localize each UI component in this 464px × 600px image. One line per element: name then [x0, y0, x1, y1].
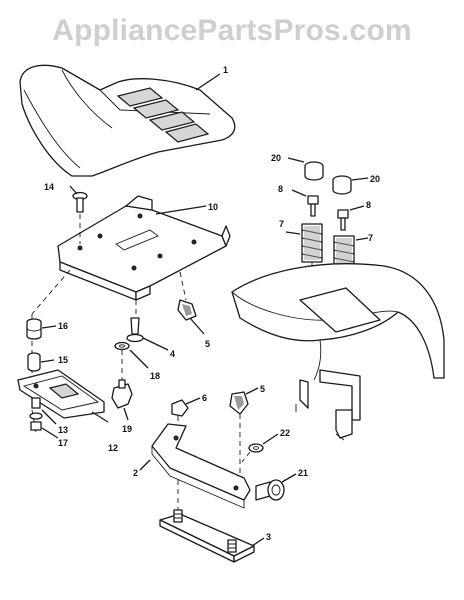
callout-5-upper: 5: [205, 339, 210, 349]
callout-22: 22: [280, 428, 290, 438]
part-lock-washer: [241, 433, 279, 463]
callout-1: 1: [223, 65, 228, 75]
part-spacer-upper: [26, 318, 57, 340]
callout-18: 18: [150, 371, 160, 381]
callout-20-left: 20: [271, 153, 281, 163]
callout-16: 16: [58, 321, 68, 331]
callout-4: 4: [170, 349, 175, 359]
part-base-plate: [159, 509, 265, 563]
callout-20-right: 20: [370, 174, 380, 184]
callout-7-right: 7: [368, 233, 373, 243]
callout-2: 2: [133, 468, 138, 478]
watermark-text: AppliancePartsPros.com: [52, 14, 412, 47]
part-shoulder-bolts: [291, 189, 365, 231]
part-seat-plate: [57, 195, 231, 301]
callout-13: 13: [58, 425, 68, 435]
part-slide-rail: [17, 369, 109, 423]
tractor-fender: [231, 263, 445, 441]
part-adjuster-knob: [255, 473, 297, 501]
callout-19: 19: [122, 424, 132, 434]
callout-3: 3: [266, 532, 271, 542]
part-bracket: [139, 423, 251, 509]
part-knob: [111, 379, 133, 421]
callout-labels: 1 2 3 4 5 5 6 7 7 8 8 10 12 13 14 15 16 …: [44, 65, 380, 542]
callout-17: 17: [58, 438, 68, 448]
part-seat: [19, 64, 236, 177]
callout-5-lower: 5: [260, 384, 265, 394]
part-bushing: [27, 352, 55, 372]
part-washer-nut: [29, 397, 59, 439]
callout-8-left: 8: [278, 184, 283, 194]
callout-10: 10: [208, 202, 218, 212]
callout-14: 14: [44, 182, 54, 192]
callout-12: 12: [108, 443, 118, 453]
part-spacers: [287, 157, 369, 195]
part-clip-upper: [177, 299, 205, 335]
callout-6: 6: [202, 393, 207, 403]
callout-15: 15: [58, 355, 68, 365]
part-washer: [114, 341, 149, 369]
part-clip-lower: [229, 387, 259, 478]
callout-21: 21: [298, 468, 308, 478]
callout-7-left: 7: [279, 219, 284, 229]
part-carriage-bolt: [126, 317, 169, 351]
callout-8-right: 8: [366, 200, 371, 210]
part-bolt: [69, 185, 88, 244]
